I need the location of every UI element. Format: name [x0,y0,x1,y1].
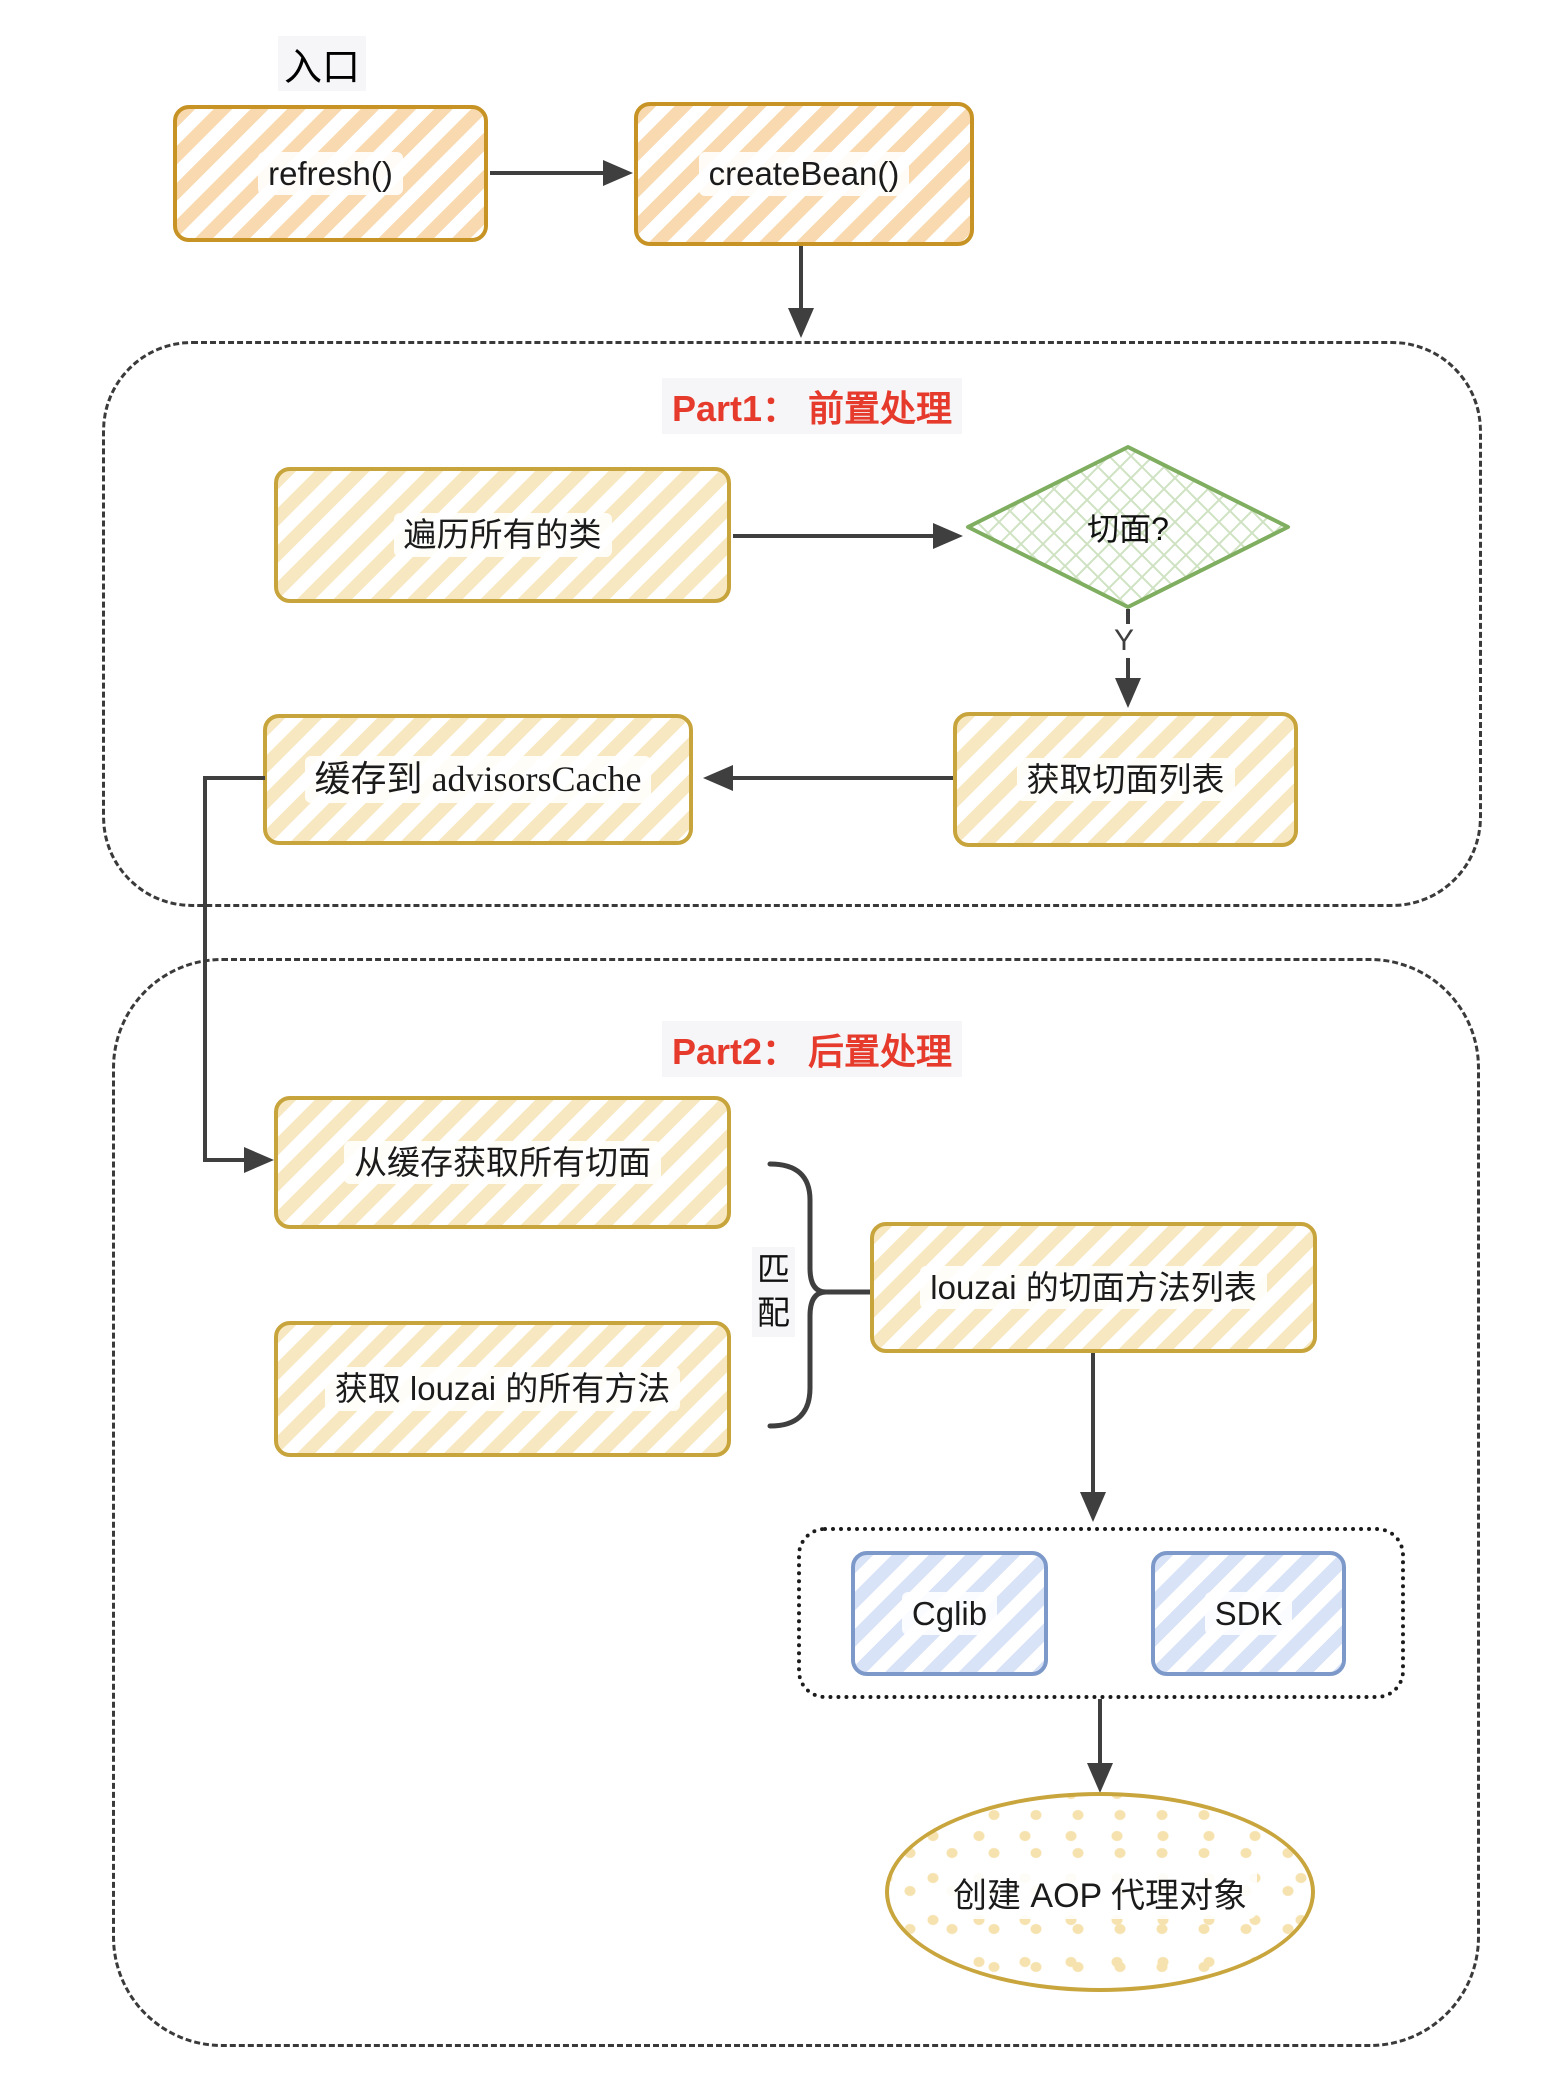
node-cglib: Cglib [851,1551,1048,1676]
node-get-cached-aspects-label: 从缓存获取所有切面 [344,1140,661,1185]
node-get-louzai-methods-label: 获取 louzai 的所有方法 [324,1367,681,1411]
arrow-refresh-createbean-head [603,160,636,186]
node-cache-advisors-label: 缓存到 advisorsCache [304,755,652,804]
arrow-aspectlist-cache-line [728,776,953,780]
arrow-createbean-part1-line [799,246,803,310]
connector-cache-part2-seg3 [203,1158,246,1162]
arrow-proxy-ellipse-line [1098,1699,1102,1765]
arrow-iterate-diamond-line [733,534,935,538]
node-louzai-aspect-methods: louzai 的切面方法列表 [870,1222,1317,1353]
node-iterate-classes-label: 遍历所有的类 [393,513,612,557]
node-refresh: refresh() [173,105,488,242]
node-get-louzai-methods: 获取 louzai 的所有方法 [274,1321,731,1457]
node-create-aop-proxy: 创建 AOP 代理对象 [885,1792,1315,1992]
node-sdk: SDK [1151,1551,1346,1676]
arrow-proxy-ellipse-head [1087,1763,1113,1796]
arrow-aspectlist-cache-head [700,765,733,791]
connector-cache-part2-seg1 [203,776,265,780]
branch-yes-head [1115,678,1141,711]
arrow-methods-proxy-head [1080,1492,1106,1525]
match-brace [767,1161,879,1429]
part1-title: Part1： 前置处理 [662,378,963,434]
node-cache-advisors: 缓存到 advisorsCache [263,714,693,845]
part2-container [112,958,1480,2047]
part1-container [102,341,1482,907]
node-get-aspect-list-label: 获取切面列表 [1016,757,1235,802]
entry-label: 入口 [278,36,367,91]
decision-aspect-label: 切面? [1087,511,1169,547]
node-cglib-label: Cglib [901,1591,998,1636]
arrow-iterate-diamond-head [933,523,966,549]
decision-aspect-shape [966,445,1290,609]
arrow-createbean-part1-head [788,308,814,341]
node-createbean-label: createBean() [698,152,910,196]
node-iterate-classes: 遍历所有的类 [274,467,731,603]
node-louzai-aspect-methods-label: louzai 的切面方法列表 [920,1265,1267,1310]
part2-title: Part2： 后置处理 [662,1021,963,1077]
match-label: 匹配 [752,1247,795,1337]
node-get-cached-aspects: 从缓存获取所有切面 [274,1096,731,1229]
decision-aspect: 切面? [966,445,1290,609]
node-get-aspect-list: 获取切面列表 [953,712,1298,847]
node-refresh-label: refresh() [258,151,403,196]
arrow-refresh-createbean-line [490,171,608,175]
node-create-aop-proxy-label: 创建 AOP 代理对象 [942,1865,1258,1919]
arrow-methods-proxy-line [1091,1353,1095,1493]
node-sdk-label: SDK [1204,1591,1293,1636]
connector-cache-part2-head [244,1147,277,1173]
branch-yes-label: Y [1108,624,1141,658]
node-createbean: createBean() [634,102,974,246]
proxy-choice-container [797,1527,1405,1699]
